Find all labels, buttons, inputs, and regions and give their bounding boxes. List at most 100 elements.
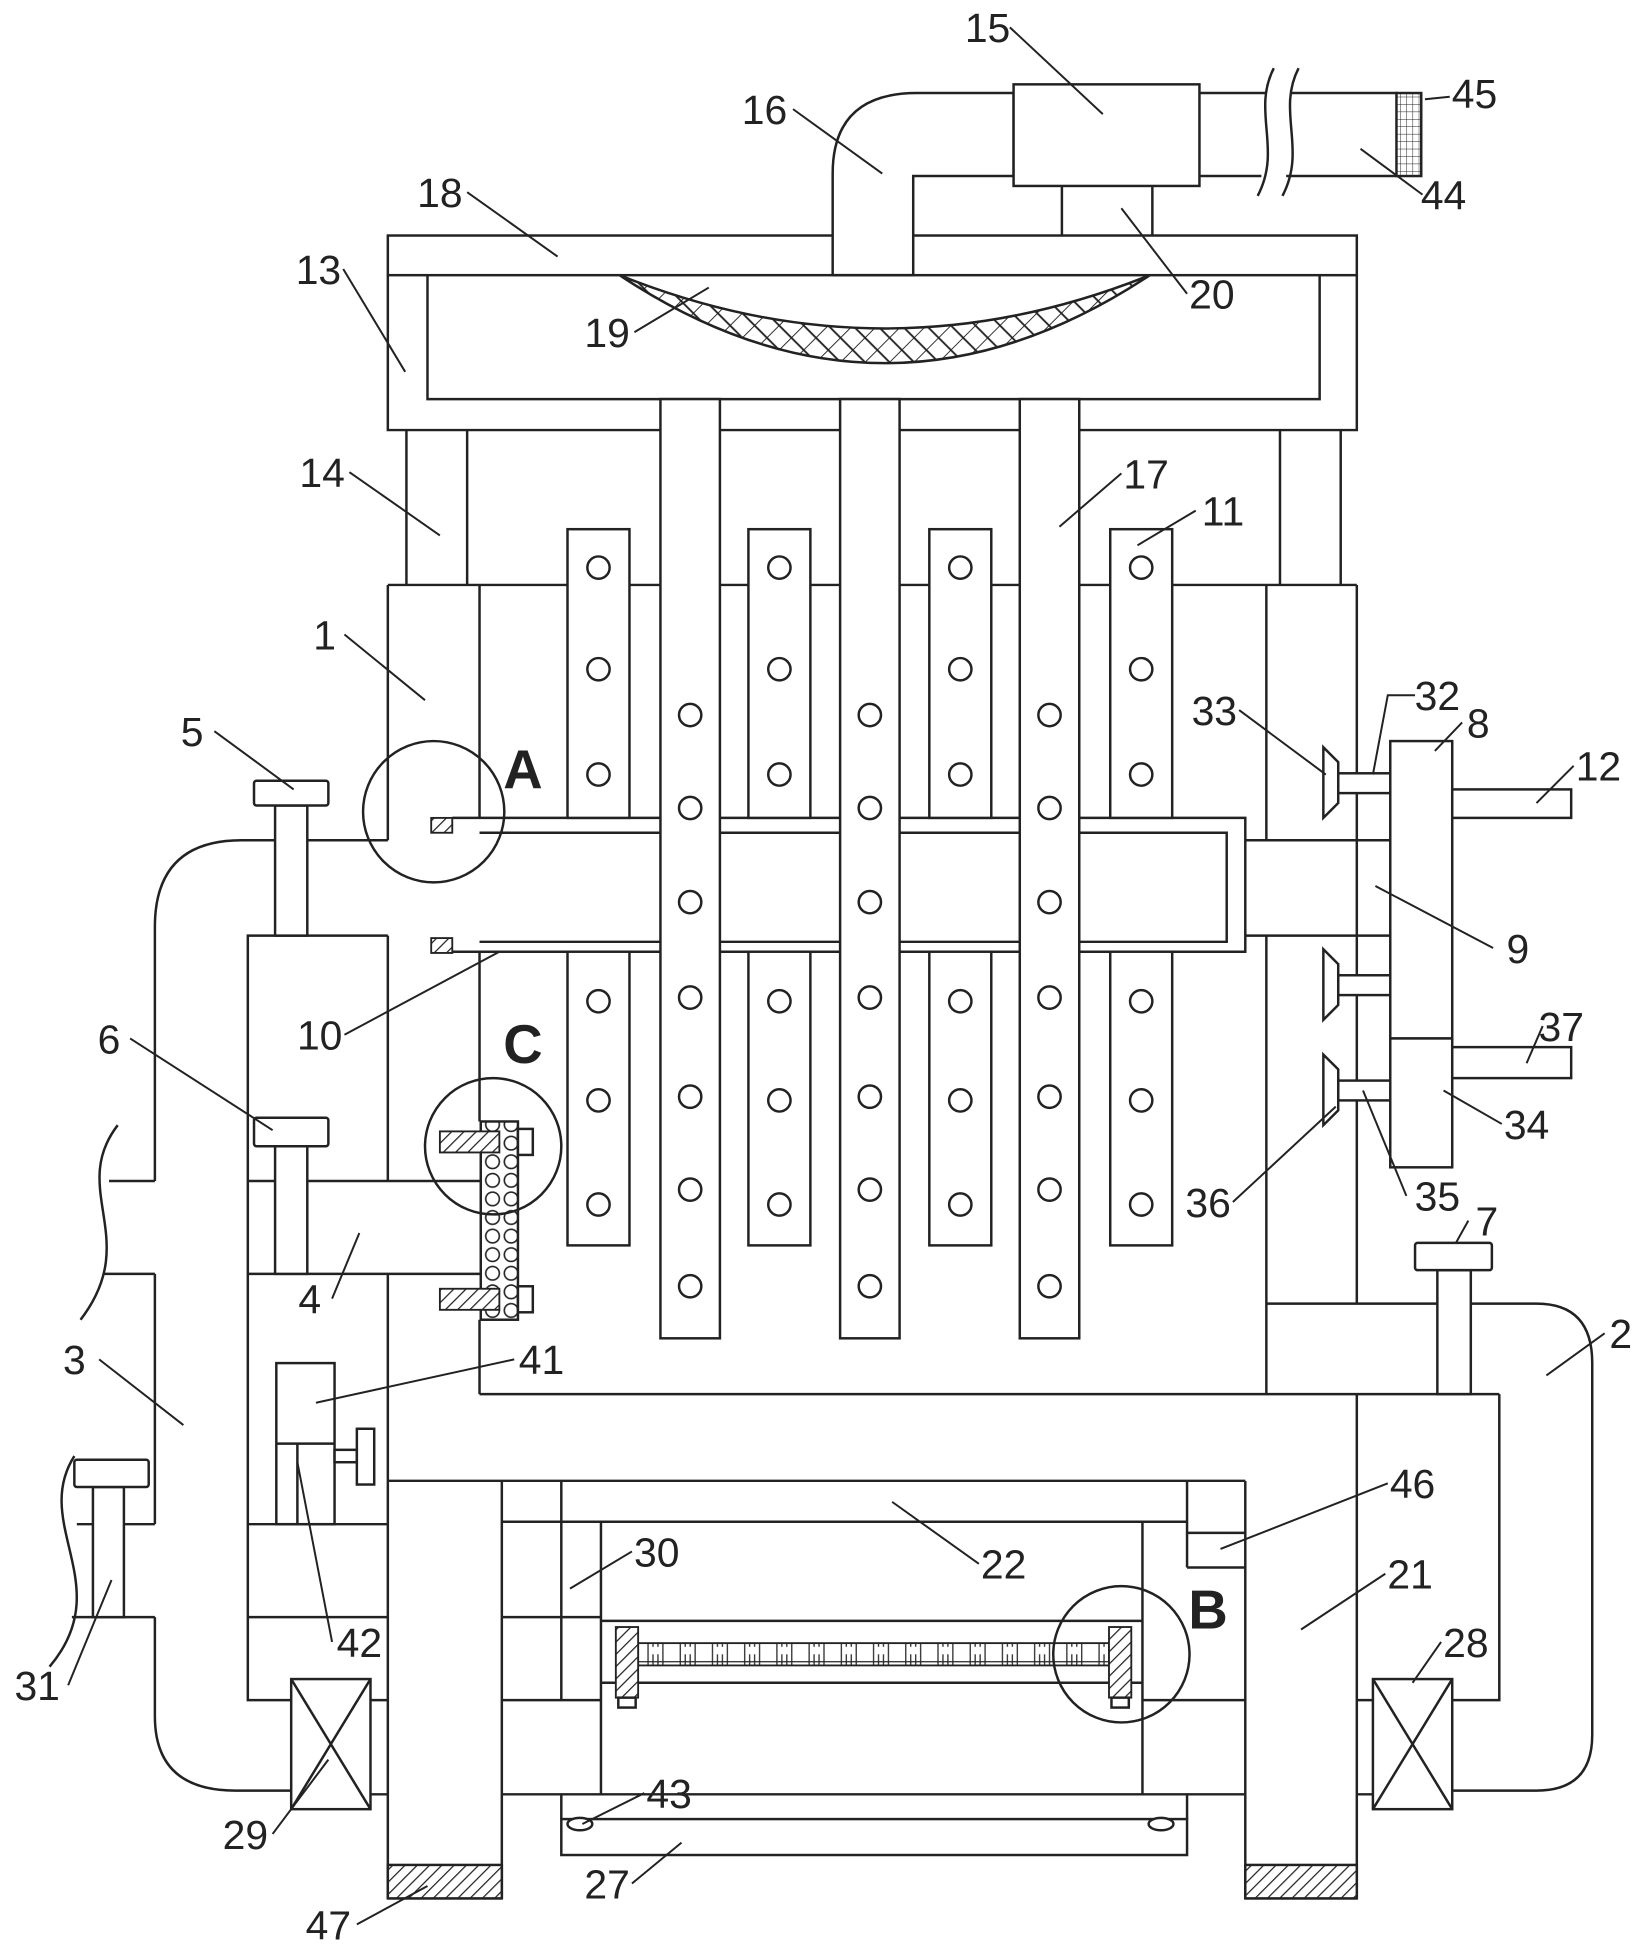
roller-43-left [566,1816,594,1832]
callout-6: 6 [98,1016,121,1062]
callout-1: 1 [313,612,336,658]
rod-32 [1336,772,1392,795]
rod-hole-3-7 [1037,1273,1062,1299]
callout-31: 31 [14,1663,59,1709]
rod-hole-3-6 [1037,1177,1062,1203]
holes [586,555,1154,1299]
plate-hole-3-2 [947,656,973,682]
callout-45: 45 [1452,71,1497,117]
seal-lower [430,937,454,954]
callout-12: 12 [1576,744,1621,790]
rod-hole-3-1 [1037,702,1062,728]
gear-left [614,1626,640,1699]
valve-6-stem [273,1145,309,1276]
leader-37 [1525,1025,1544,1064]
callout-13: 13 [296,247,341,293]
rod-middle [1336,974,1392,997]
callout-42: 42 [337,1620,382,1666]
plate-hole-3-1 [947,555,973,580]
leader-18 [466,191,559,258]
callout-19: 19 [584,310,629,356]
plate-hole-4-3 [1128,762,1154,787]
screw-rod [637,1642,1110,1667]
plate-hole-2-6 [767,1192,792,1217]
rod-hole-1-5 [677,1084,703,1110]
plate-hole-1-4 [586,988,611,1014]
callout-34: 34 [1504,1102,1549,1148]
callout-labels: 15 16 45 44 18 20 13 19 14 17 11 1 5 33 … [14,5,1632,1948]
callout-14: 14 [299,450,344,496]
callout-30: 30 [634,1529,679,1575]
callout-21: 21 [1387,1552,1432,1598]
plate-hole-1-5 [586,1088,611,1113]
leader-32 [1371,694,1416,775]
plate-hole-4-4 [1128,988,1154,1014]
gear-right [1108,1626,1133,1699]
callout-3: 3 [63,1337,86,1383]
leader-14 [348,471,441,537]
leader-1 [343,633,426,701]
rod-hole-3-4 [1037,985,1062,1010]
callout-41: 41 [519,1337,564,1383]
plate-hole-4-6 [1128,1192,1154,1217]
callout-36: 36 [1185,1180,1230,1226]
valve-7-stem [1436,1268,1473,1396]
shaft-9 [1245,838,1391,937]
rod-hole-2-7 [857,1273,883,1299]
valve-6-cap [252,1116,330,1148]
leader-20 [1120,207,1188,295]
leader-8 [1434,721,1463,752]
valve-31-stem [91,1485,126,1619]
leader-30 [569,1550,633,1590]
callout-17: 17 [1123,451,1168,497]
bolt-lower [438,1287,501,1311]
leader-45 [1424,95,1450,101]
callout-37: 37 [1539,1004,1584,1050]
bolt-head-lower [516,1285,535,1314]
pipe-break-marks [1256,67,1300,197]
leader-42 [296,1462,334,1643]
lower-housing-21 [386,1479,1359,1900]
leader-5 [213,730,295,791]
seal-upper [430,816,454,834]
callout-15: 15 [965,5,1010,51]
leader-22 [891,1501,980,1565]
detail-circles [361,739,1191,1724]
rod-hole-2-2 [857,795,883,821]
plate-hole-3-5 [947,1088,973,1113]
leader-35 [1362,1090,1408,1197]
leader-11 [1136,509,1197,547]
disc-42 [355,1427,376,1486]
leader-36 [1232,1105,1337,1203]
gear-right-foot [1110,1696,1131,1709]
valve-5-cap [252,779,330,807]
callout-9: 9 [1507,926,1530,972]
rod-hole-2-4 [857,985,883,1010]
leader-27 [631,1841,683,1885]
foot-47-left [386,1863,504,1900]
rod-hole-1-3 [677,889,703,915]
roller-43-right [1147,1816,1175,1832]
body-1 [386,397,1500,1899]
shaft-42 [333,1448,359,1464]
leader-44 [1359,147,1424,196]
callout-4: 4 [298,1277,321,1323]
callout-29: 29 [223,1812,268,1858]
rod-hole-1-4 [677,985,703,1010]
leader-2 [1545,1332,1606,1377]
plate-hole-4-2 [1128,656,1154,682]
leader-43 [581,1792,645,1825]
pump-29-cross [290,1678,372,1810]
filter-screen-45 [1395,91,1423,178]
callout-27: 27 [584,1861,629,1907]
leader-21 [1300,1572,1386,1631]
leader-13 [342,268,407,373]
plate-hole-2-3 [767,762,792,787]
bolt-head-upper [516,1127,535,1157]
callout-44: 44 [1421,172,1466,218]
callout-7: 7 [1476,1198,1499,1244]
callout-35: 35 [1415,1174,1460,1220]
foot-47-right [1244,1863,1359,1900]
valve-7-cap [1413,1241,1494,1272]
arc-filter-19 [618,274,1151,365]
